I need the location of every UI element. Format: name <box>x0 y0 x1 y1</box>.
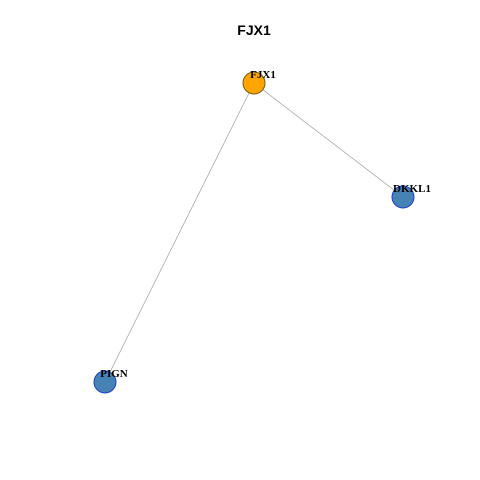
node-label-fjx1: FJX1 <box>250 69 276 81</box>
edge-fjx1-pign <box>104 82 255 383</box>
node-label-dkkl1: DKKL1 <box>393 183 431 195</box>
node-pign: PIGN <box>93 368 128 394</box>
node-label-pign: PIGN <box>100 368 128 380</box>
edge-fjx1-dkkl1 <box>253 82 404 198</box>
node-circle-dkkl1 <box>391 185 415 209</box>
node-fjx1: FJX1 <box>242 69 276 95</box>
edges-layer <box>104 82 404 383</box>
node-circle-fjx1 <box>242 71 266 95</box>
node-dkkl1: DKKL1 <box>391 183 431 209</box>
node-circle-pign <box>93 370 117 394</box>
diagram-title: FJX1 <box>237 22 271 38</box>
